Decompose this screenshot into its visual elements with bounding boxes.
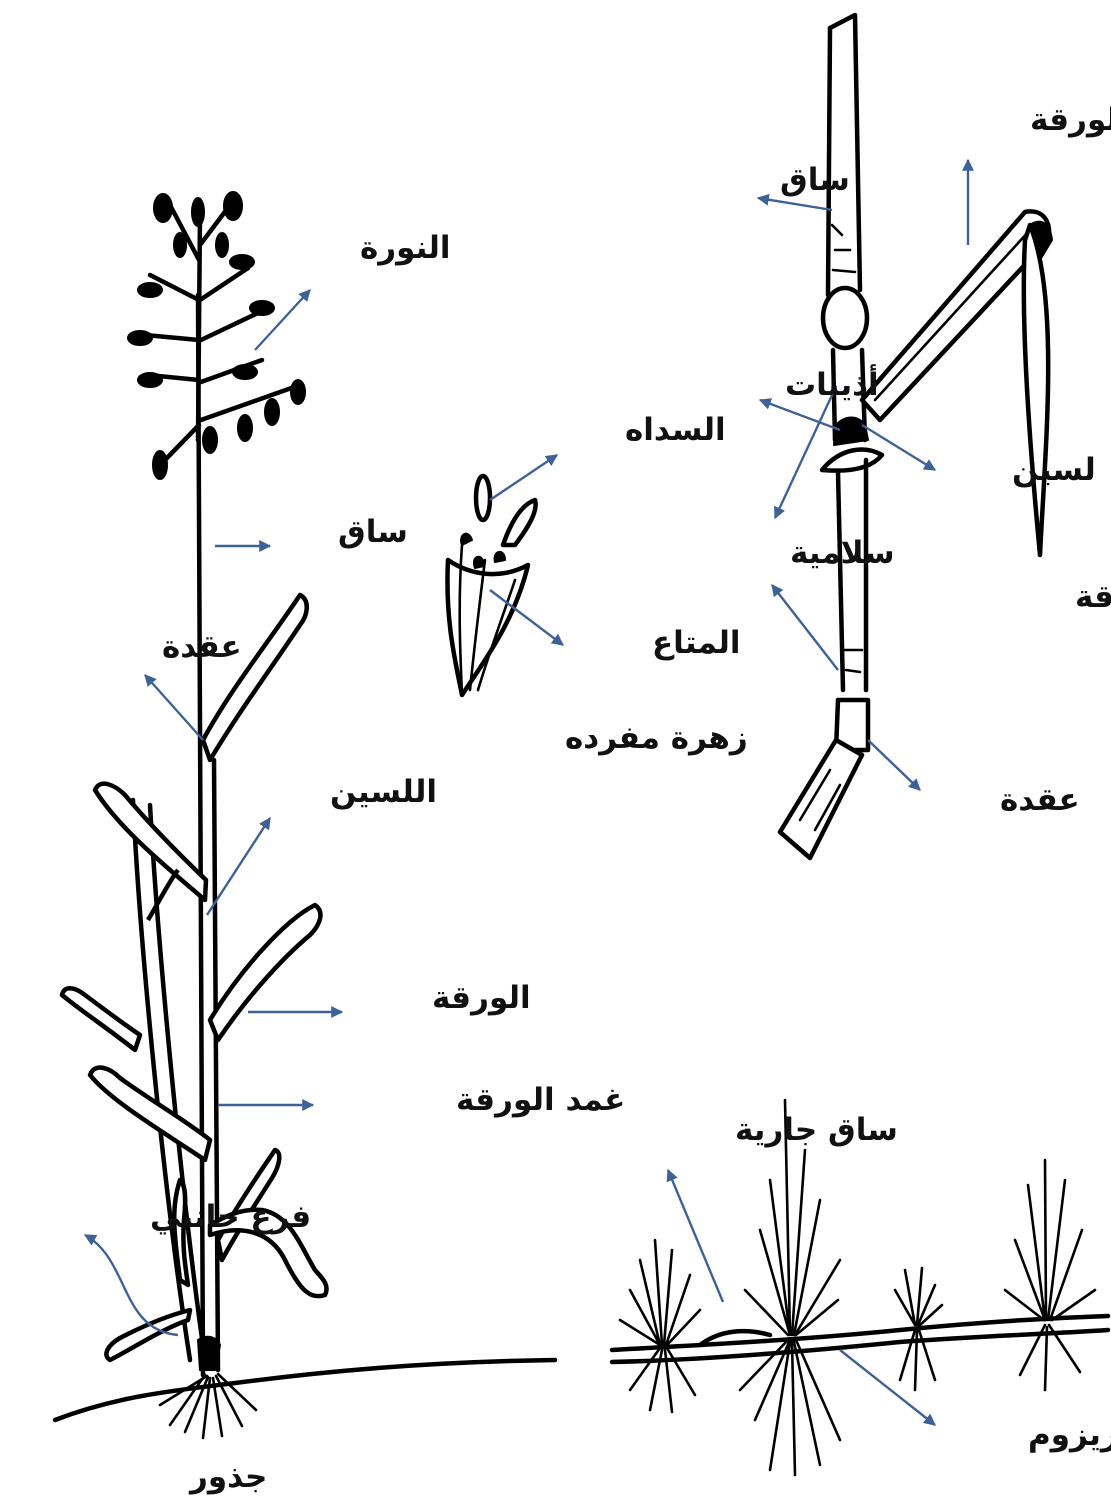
label-side-branch: فرع جانبي [150,1199,311,1235]
label-stigma: السداه [625,412,726,448]
label-rhizome: ريزوم [1028,1417,1111,1453]
label-flower-caption: زهرة مفرده [565,720,748,756]
label-leaf-sheath: غمد الورقة [456,1082,625,1118]
rhizome-labels: ساق جارية ريزوم [735,1112,1111,1453]
ground-line [55,1360,555,1420]
label-detail-node: عقدة [1000,782,1080,818]
inflorescence-drawing [128,192,305,479]
label-inflorescence: النورة [360,230,451,266]
flower-labels: السداه المتاع زهرة مفرده [565,412,748,756]
label-detail-sheath: غمد الورقة [1075,579,1111,615]
leaves-drawing [62,595,327,1370]
label-node: عقدة [162,629,242,665]
stem-detail-drawing [780,15,1052,858]
label-internode: سلامية [790,535,895,571]
label-detail-ligule: لسين [1012,452,1096,488]
node-bulge [823,288,867,348]
label-stem: ساق [338,514,408,550]
label-leaf-blade: نصل الورقة [1030,102,1111,138]
label-ligule: اللسين [330,774,437,810]
label-roots: جذور [188,1459,267,1495]
label-auricles: أذينات [785,364,879,403]
label-leaf: الورقة [432,980,531,1016]
label-stolon: ساق جارية [735,1112,898,1148]
whole-plant-drawing [55,192,555,1438]
label-detail-stem: ساق [780,162,850,198]
label-anther: المتاع [652,625,741,661]
plant-labels: النورة ساق عقدة اللسين الورقة غمد الورقة… [150,230,625,1495]
flower-drawing [447,476,535,695]
